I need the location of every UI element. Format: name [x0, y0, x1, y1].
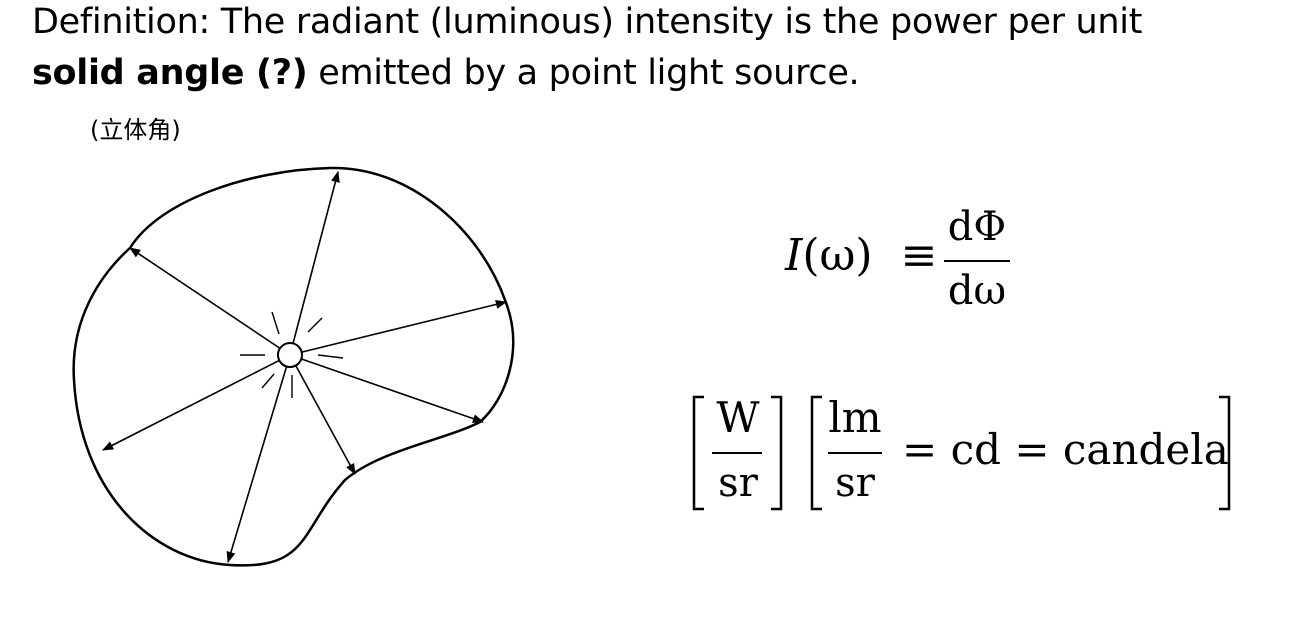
radiant-arrow-lower-right: [289, 354, 485, 423]
radiant-arrow-lower-left: [102, 354, 291, 451]
unit2-denominator: sr: [835, 460, 875, 506]
solid-angle-chinese-note: (立体角): [90, 116, 181, 144]
unit1-denominator: sr: [718, 460, 758, 506]
definition-line-1: Definition: The radiant (luminous) inten…: [32, 2, 1143, 42]
enclosing-surface-outline: [72, 166, 515, 567]
formula-denominator: dω: [947, 268, 1007, 314]
point-light-source: [277, 342, 303, 368]
definition-line-2: solid angle (?) emitted by a point light…: [32, 53, 860, 93]
unit-equation: = cd = candela: [902, 424, 1229, 476]
unit2-brackets: [810, 395, 1231, 511]
unit1-fraction-bar: [712, 452, 762, 454]
formula-fraction-bar: [944, 260, 1010, 262]
equiv-sign: ≡: [900, 230, 938, 281]
definition-line-2-rest: emitted by a point light source.: [307, 53, 860, 93]
light-ray-ticks: [240, 311, 344, 398]
intensity-formula: I(ω) ≡: [785, 228, 937, 284]
equals-sign-2: =: [1014, 425, 1050, 474]
unit1-numerator: W: [716, 393, 760, 442]
equals-sign-1: =: [902, 425, 938, 474]
intensity-argument: (ω): [802, 230, 873, 281]
solid-angle-term: solid angle (?): [32, 53, 308, 93]
unit2-fraction-bar: [828, 452, 882, 454]
radiant-arrow-upper-left: [129, 247, 291, 356]
radiant-arrow-right: [289, 300, 508, 356]
unit1-brackets: [692, 395, 783, 511]
radiant-arrow-up: [289, 170, 340, 356]
candela-word: candela: [1062, 425, 1229, 474]
radiant-arrow-down-right: [289, 354, 356, 475]
formula-numerator: dΦ: [947, 204, 1007, 250]
intensity-symbol: I: [785, 230, 803, 281]
unit2-numerator: lm: [828, 393, 882, 442]
radiant-arrow-down: [226, 354, 291, 564]
candela-abbrev: cd: [950, 425, 1001, 474]
